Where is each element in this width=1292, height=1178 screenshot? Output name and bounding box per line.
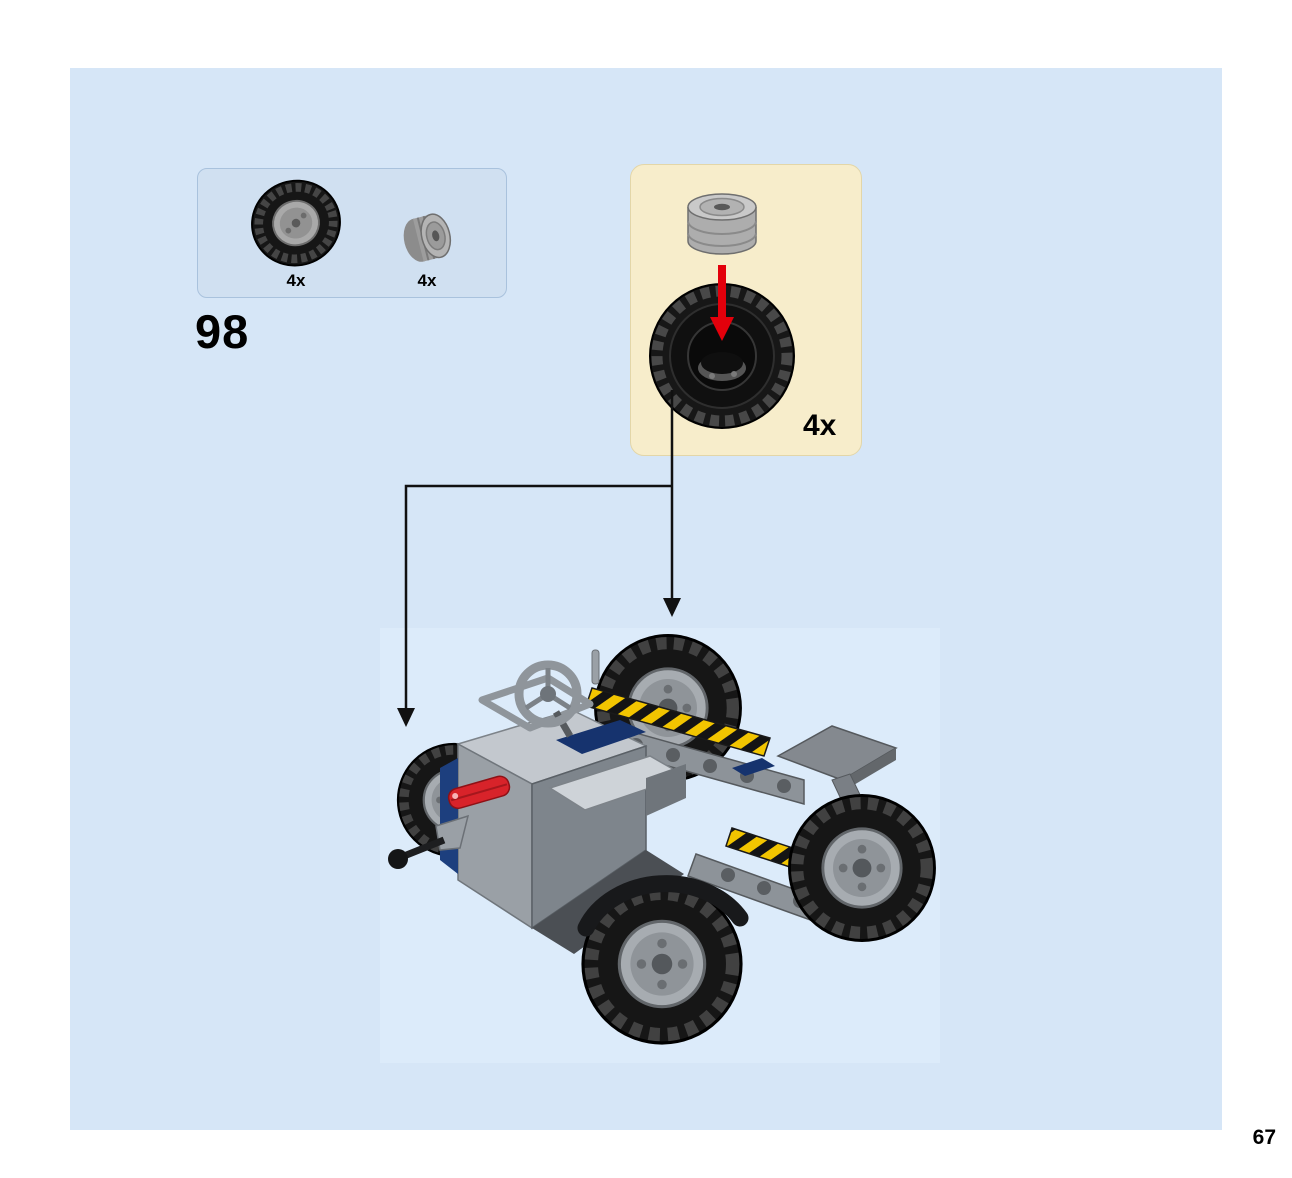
tire-large-icon xyxy=(251,179,341,267)
step-number: 98 xyxy=(195,305,250,358)
assembly-count-label: 4x xyxy=(803,409,837,442)
page-number: 67 xyxy=(1252,1126,1276,1149)
blue-plate xyxy=(732,758,775,776)
wheel-hub-icon xyxy=(403,213,452,262)
wheel-hub-assembly-icon xyxy=(687,193,757,255)
parts-callout-box: 4x 4x xyxy=(197,168,507,298)
hub-count-label: 4x xyxy=(417,271,437,290)
vehicle-illustration xyxy=(380,628,940,1063)
antenna-piece xyxy=(591,649,600,685)
insert-arrow-icon xyxy=(710,265,734,341)
red-cylinder-piece xyxy=(447,775,511,810)
mudguard-arc xyxy=(577,875,749,937)
tire-count-label: 4x xyxy=(286,271,306,290)
vehicle-tire-right xyxy=(790,796,935,941)
tow-bar xyxy=(388,814,470,869)
tire-assembly-icon xyxy=(649,283,795,429)
assembly-callout-box: 4x xyxy=(630,164,862,456)
